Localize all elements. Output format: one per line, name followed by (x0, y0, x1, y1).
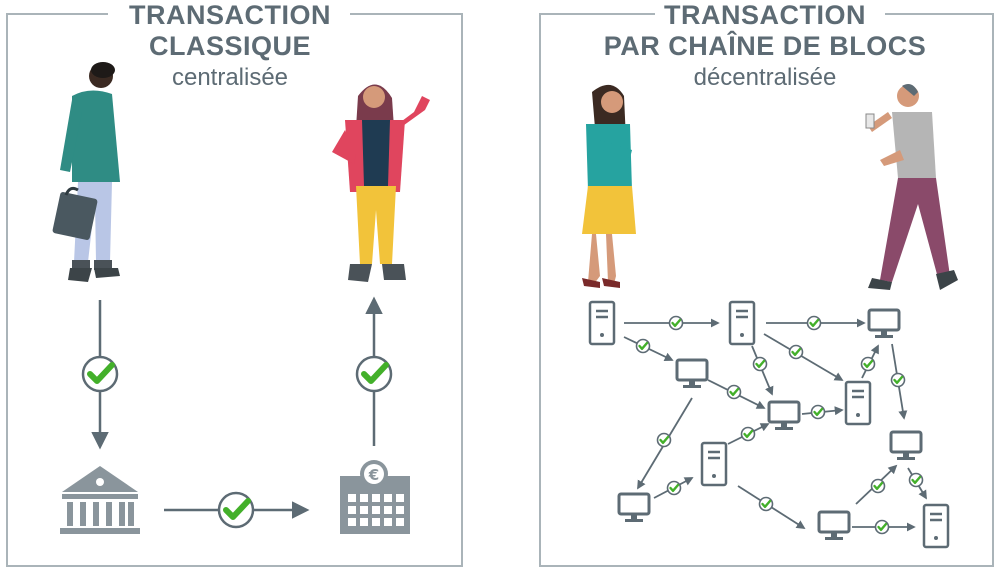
computer-node-7 (889, 430, 923, 462)
woman-pointing-figure (332, 84, 430, 282)
edge-check-icon (788, 344, 804, 360)
bank-icon (60, 466, 140, 534)
edge-check-icon (860, 356, 876, 372)
man-with-briefcase-figure (52, 62, 120, 282)
edge-check-icon (752, 356, 768, 372)
edge-check-icon (810, 404, 826, 420)
edge-check-icon (726, 384, 742, 400)
edge-check-icon (656, 432, 672, 448)
edge-check-icon (870, 478, 886, 494)
edge-check-icon (635, 338, 651, 354)
woman-with-phone-figure (582, 84, 636, 288)
left-panel-frame (6, 13, 463, 567)
server-node-5 (844, 380, 872, 426)
server-node-1 (588, 300, 616, 346)
server-node-2 (728, 300, 756, 346)
man-walking-figure (865, 84, 958, 290)
left-subtitle: centralisée (171, 64, 289, 91)
edge-check-icon (806, 315, 822, 331)
right-title-line2: PAR CHAÎNE DE BLOCS (603, 31, 927, 61)
server-node-11 (922, 503, 950, 549)
check-icon-2 (219, 493, 253, 527)
check-icon-1 (83, 357, 117, 391)
left-title-line1: TRANSACTION (110, 0, 350, 31)
right-panel-frame (539, 13, 994, 567)
computer-node-3 (867, 308, 901, 340)
euro-symbol: € (368, 466, 379, 484)
right-title-line1: TRANSACTION (664, 0, 866, 30)
edge-check-icon (890, 372, 906, 388)
network-edges (623, 318, 927, 532)
left-title-line2: CLASSIQUE (148, 31, 312, 61)
edge-check-icon (874, 519, 890, 535)
server-node-8 (700, 441, 728, 487)
edge-check-icon (908, 472, 924, 488)
right-subtitle: décentralisée (693, 64, 837, 91)
check-icon-3 (357, 357, 391, 391)
computer-node-4 (675, 358, 709, 390)
edge-check-icon (758, 496, 774, 512)
edge-check-icon (668, 315, 684, 331)
euro-bank-building-icon (340, 460, 410, 534)
computer-node-10 (817, 510, 851, 542)
computer-node-9 (617, 492, 651, 524)
edge-check-icon (740, 426, 756, 442)
edge-check-icon (666, 480, 682, 496)
computer-node-6 (767, 400, 801, 432)
